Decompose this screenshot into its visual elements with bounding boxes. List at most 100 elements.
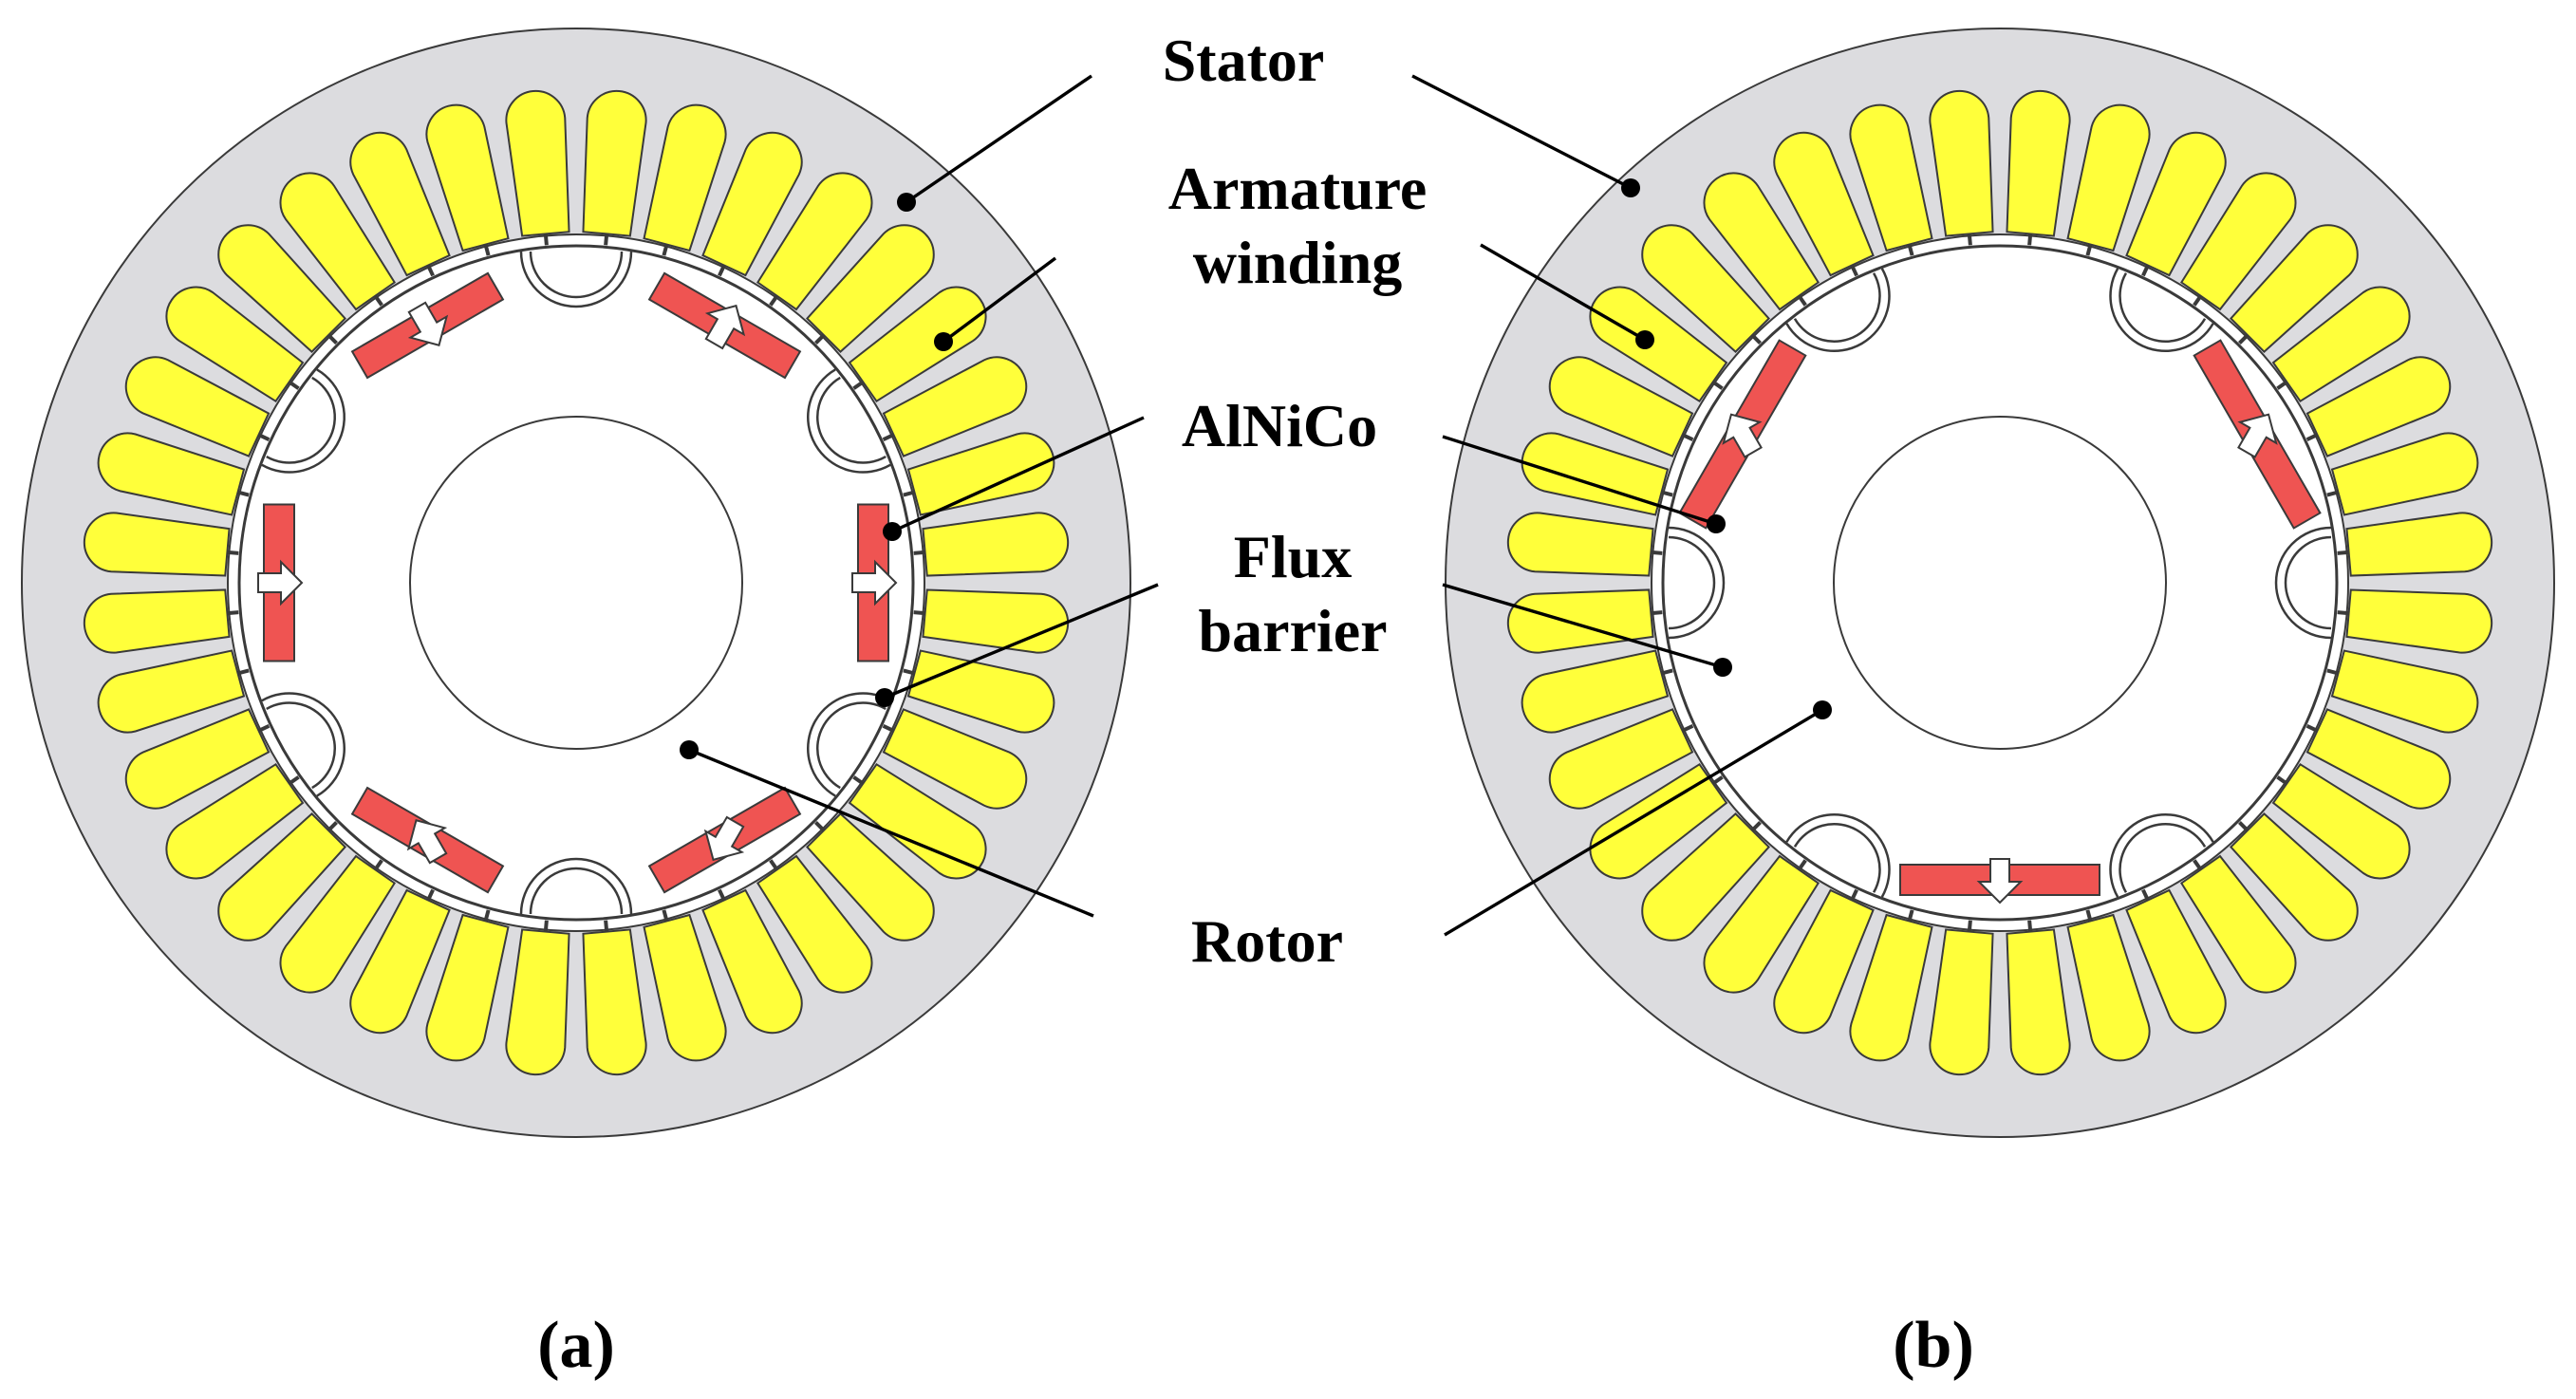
stator-tooth-tip — [913, 550, 925, 555]
armature-coil — [1548, 356, 1694, 457]
armature-coil — [2230, 812, 2359, 942]
armature-coil — [2345, 588, 2493, 654]
dot-armature-a — [934, 332, 953, 351]
label-armature-line1: Armature — [1168, 155, 1428, 222]
stator-tooth-tip — [2238, 821, 2249, 832]
armature-coil — [756, 854, 873, 994]
armature-coil — [2330, 432, 2479, 516]
winding-slot — [165, 762, 305, 880]
armature-coil — [806, 224, 935, 353]
label-flux-line2: barrier — [1199, 597, 1388, 664]
stator-tooth-tip — [2276, 380, 2288, 390]
winding-slot — [1589, 762, 1728, 880]
armature-coil — [806, 812, 935, 942]
stator-tooth-tip — [2305, 433, 2319, 441]
winding-slot — [1849, 913, 1933, 1062]
winding-slot — [1548, 708, 1694, 810]
winding-slot — [2345, 588, 2493, 654]
armature-coil — [279, 854, 397, 994]
stator-tooth-tip — [227, 610, 239, 616]
armature-coil — [2330, 649, 2479, 734]
armature-coil — [217, 224, 346, 353]
winding-slot — [1929, 89, 1994, 237]
armature-coil — [1773, 888, 1875, 1035]
winding-slot — [1849, 103, 1933, 252]
stator-tooth-tip — [327, 333, 338, 345]
winding-slot — [701, 131, 803, 277]
armature-coil — [83, 512, 231, 577]
flux-barrier — [2109, 813, 2214, 898]
stator-tooth-tip — [2337, 610, 2349, 616]
leader-flux-a — [884, 583, 1159, 700]
stator-tooth-tip — [1797, 294, 1807, 307]
caption-b: (b) — [1893, 1309, 1974, 1382]
leader-armature-b — [1480, 243, 1646, 342]
motor-b-cross-section — [1445, 28, 2555, 1138]
dot-flux-b — [1713, 658, 1732, 677]
armature-coil — [425, 913, 510, 1062]
leader-rotor-a — [688, 748, 1094, 918]
armature-coil — [1521, 649, 1670, 734]
armature-coil — [1521, 432, 1670, 516]
barrier-arc — [2119, 272, 2207, 344]
stator-tooth-tip — [288, 380, 300, 390]
stator-tooth-tip — [1750, 333, 1762, 345]
stator-tooth-tip — [1711, 380, 1724, 390]
label-alnico: AlNiCo — [1182, 392, 1377, 459]
armature-coil — [2179, 854, 2297, 994]
armature-coil — [2006, 89, 2071, 237]
winding-slot — [505, 928, 570, 1076]
armature-coil — [124, 708, 271, 810]
armature-coil — [1929, 928, 1994, 1076]
stator-tooth-tip — [1711, 775, 1724, 786]
armature-coil — [882, 356, 1028, 457]
dot-rotor-a — [680, 740, 699, 759]
armature-coil — [922, 512, 1070, 577]
leader-lines — [688, 74, 1823, 937]
stator-tooth-tip — [237, 668, 250, 676]
stator-tooth-tip — [2027, 233, 2033, 246]
leader-stator-b — [1411, 74, 1632, 190]
label-rotor: Rotor — [1191, 907, 1343, 975]
flux-barrier — [2274, 526, 2332, 640]
winding-slot — [124, 356, 271, 457]
armature-coil — [2006, 928, 2071, 1076]
winding-slot — [1589, 286, 1728, 403]
stator-tooth-tip — [373, 859, 383, 871]
leader-alnico-b — [1442, 435, 1717, 526]
armature-coil — [2179, 172, 2297, 311]
stator-tooth-tip — [1651, 550, 1663, 555]
flux-barrier — [2109, 268, 2214, 352]
winding-slot — [349, 131, 451, 277]
winding-slot — [124, 708, 271, 810]
alnico-magnet — [2193, 339, 2322, 530]
stator-tooth-tip — [2027, 920, 2033, 932]
leader-rotor-b — [1444, 708, 1823, 937]
flux-barrier — [1785, 268, 1891, 352]
dot-rotor-b — [1813, 700, 1832, 719]
winding-slot — [1521, 649, 1670, 734]
stator-tooth-tip — [2141, 264, 2150, 277]
winding-slot — [2006, 89, 2071, 237]
stator-tooth-tip — [426, 888, 435, 902]
armature-coil — [349, 888, 451, 1035]
magnetization-arrow-icon — [851, 559, 898, 606]
winding-slot — [425, 913, 510, 1062]
barrier-arc — [519, 857, 633, 915]
stator-tooth-tip — [1907, 909, 1914, 922]
armature-coil — [582, 928, 647, 1076]
winding-slot — [83, 512, 231, 577]
stator-tooth-tip — [2326, 490, 2339, 497]
winding-slot — [582, 928, 647, 1076]
winding-slot — [806, 224, 935, 353]
armature-coil — [165, 762, 305, 880]
barrier-arc — [519, 251, 633, 308]
stator-tooth-tip — [1797, 859, 1807, 871]
armature-coil — [83, 588, 231, 654]
armature-coil — [1506, 512, 1654, 577]
label-stator: Stator — [1163, 27, 1325, 94]
armature-coil — [701, 131, 803, 277]
magnetization-arrow-icon — [1976, 858, 2024, 905]
barrier-arc — [2274, 526, 2332, 640]
